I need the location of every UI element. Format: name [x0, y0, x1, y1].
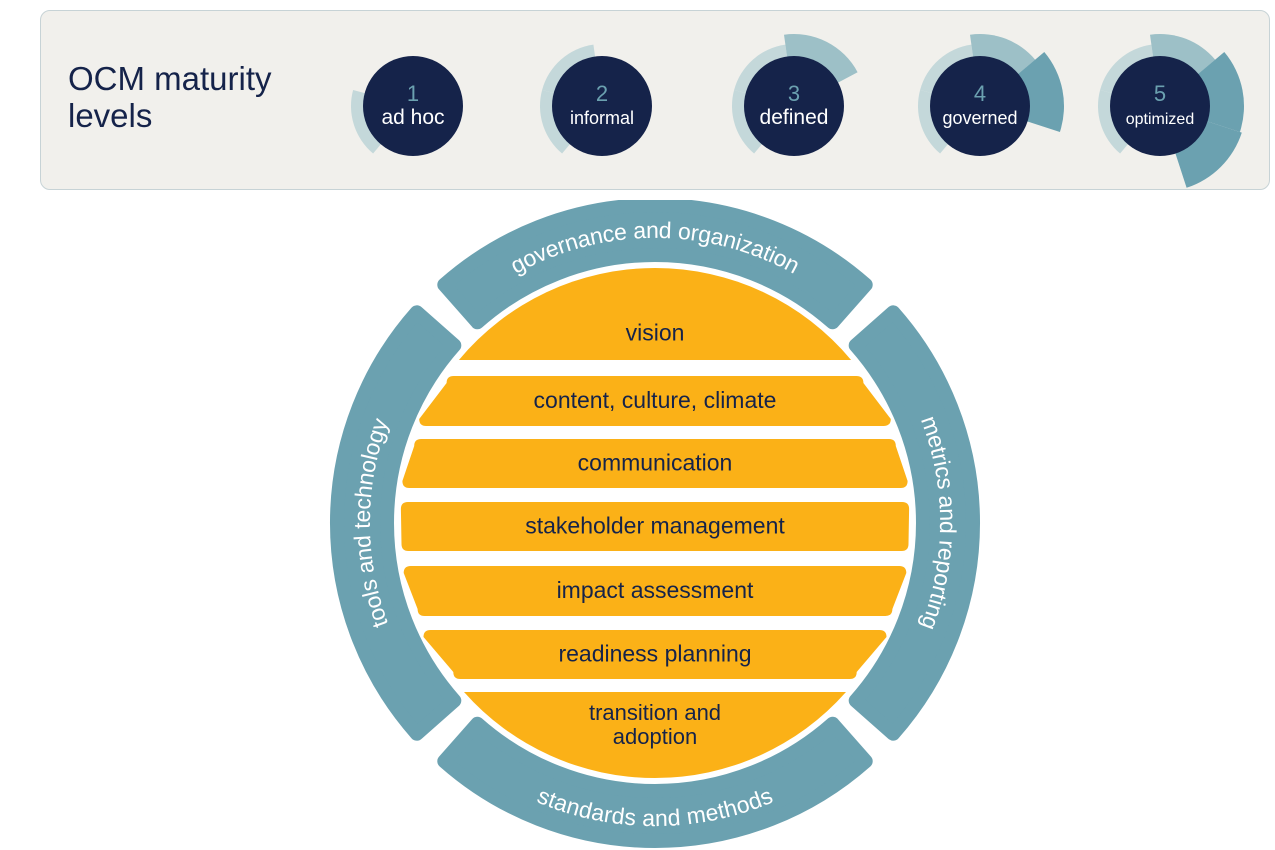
band-shape: [458, 268, 852, 360]
band-label-line: transition and: [589, 700, 721, 725]
level-label: ad hoc: [381, 106, 444, 129]
level-number: 3: [788, 81, 800, 106]
maturity-level-5: 5 optimized: [1097, 33, 1245, 188]
band-5: impact assessment: [403, 566, 907, 616]
band-label: stakeholder management: [525, 513, 785, 539]
ring-segment-left: tools and technology: [330, 305, 462, 741]
level-badge: [552, 56, 652, 156]
ring-segment-shape: [330, 305, 462, 741]
page-title: OCM maturity levels: [68, 60, 272, 134]
title-line-1: OCM maturity: [68, 60, 272, 97]
level-number: 2: [596, 81, 608, 106]
level-label: informal: [570, 108, 634, 128]
band-2: content, culture, climate: [419, 376, 891, 426]
level-number: 4: [974, 81, 986, 106]
band-label: vision: [626, 320, 685, 346]
band-shape: [464, 692, 846, 779]
band-label: communication: [578, 450, 733, 476]
level-badge: [363, 56, 463, 156]
band-1: vision: [458, 268, 852, 360]
ring-segment-bottom: standards and methods: [437, 716, 873, 848]
band-shape: [402, 439, 908, 488]
band-shape: [400, 502, 910, 551]
level-label: optimized: [1126, 111, 1194, 128]
level-number: 1: [407, 81, 419, 106]
ring-segment-right: metrics and reporting: [848, 305, 980, 741]
band-shape: [423, 630, 887, 679]
level-badge: [1110, 56, 1210, 156]
band-6: readiness planning: [423, 630, 887, 679]
band-3: communication: [402, 439, 908, 488]
band-label: impact assessment: [557, 577, 754, 603]
level-label: defined: [760, 106, 829, 129]
level-badge: [930, 56, 1030, 156]
maturity-level-1: 1ad hoc: [350, 56, 463, 156]
band-label: content, culture, climate: [534, 387, 777, 413]
ring-segment-shape: [848, 305, 980, 741]
band-4: stakeholder management: [400, 502, 910, 551]
level-badge: [744, 56, 844, 156]
band-shape: [419, 376, 891, 426]
ring-segment-shape: [437, 716, 873, 848]
level-label: governed: [942, 108, 1017, 128]
maturity-panel: [40, 10, 1270, 190]
level-number: 5: [1154, 81, 1166, 106]
title-line-2: levels: [68, 97, 153, 134]
band-label: readiness planning: [558, 641, 751, 667]
band-shape: [403, 566, 907, 616]
ring-segment-shape: [437, 200, 873, 330]
band-label-line: adoption: [613, 724, 697, 749]
